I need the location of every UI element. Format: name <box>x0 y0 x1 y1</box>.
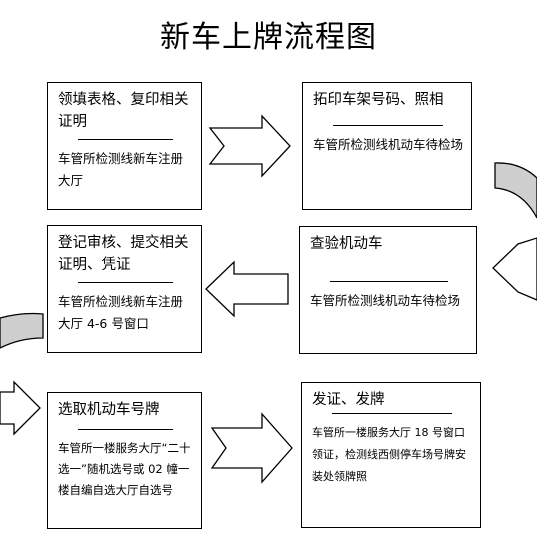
step-box-3: 查验机动车 车管所检测线机动车待检场 <box>299 226 477 354</box>
step-divider-6 <box>332 413 452 414</box>
arrow-right-step5-to-step6 <box>210 412 293 484</box>
step-location-4: 车管所检测线新车注册大厅 4-6 号窗口 <box>58 294 184 331</box>
curve-right-step2-to-step3 <box>494 162 537 219</box>
arrow-right-step1-to-step2 <box>208 114 291 178</box>
step-box-2: 拓印车架号码、照相 车管所检测线机动车待检场 <box>302 82 472 210</box>
step-divider-2 <box>333 125 443 126</box>
step-title-2: 拓印车架号码、照相 <box>313 92 444 108</box>
step-box-6: 发证、发牌 车管所一楼服务大厅 18 号窗口领证，检测线西侧停车场号牌安装处领牌… <box>301 382 481 528</box>
page-title: 新车上牌流程图 <box>160 20 377 55</box>
step-location-6: 车管所一楼服务大厅 18 号窗口领证，检测线西侧停车场号牌安装处领牌照 <box>312 426 466 483</box>
step-box-1: 领填表格、复印相关证明 车管所检测线新车注册大厅 <box>47 82 202 210</box>
step-location-3: 车管所检测线机动车待检场 <box>310 293 461 308</box>
step-box-5: 选取机动车号牌 车管所一楼服务大厅“二十选一”随机选号或 02 幢一楼自编自选大… <box>47 392 202 529</box>
step-location-1: 车管所检测线新车注册大厅 <box>58 151 184 188</box>
arrowhead-left-into-step3 <box>492 237 537 301</box>
step-title-3: 查验机动车 <box>310 236 383 252</box>
step-title-5: 选取机动车号牌 <box>58 402 160 418</box>
step-divider-1 <box>78 139 173 140</box>
step-location-2: 车管所检测线机动车待检场 <box>313 137 464 152</box>
arrow-left-step3-to-step4 <box>205 260 289 318</box>
step-title-1: 领填表格、复印相关证明 <box>58 92 189 130</box>
step-title-6: 发证、发牌 <box>312 392 385 408</box>
step-divider-5 <box>78 429 173 430</box>
step-divider-4 <box>78 282 173 283</box>
step-divider-3 <box>330 281 448 282</box>
step-location-5: 车管所一楼服务大厅“二十选一”随机选号或 02 幢一楼自编自选大厅自选号 <box>58 441 191 497</box>
step-box-4: 登记审核、提交相关证明、凭证 车管所检测线新车注册大厅 4-6 号窗口 <box>47 225 202 353</box>
curve-left-step4-to-step5 <box>0 312 44 349</box>
step-title-4: 登记审核、提交相关证明、凭证 <box>58 235 189 273</box>
arrowhead-right-into-step5 <box>0 380 41 436</box>
